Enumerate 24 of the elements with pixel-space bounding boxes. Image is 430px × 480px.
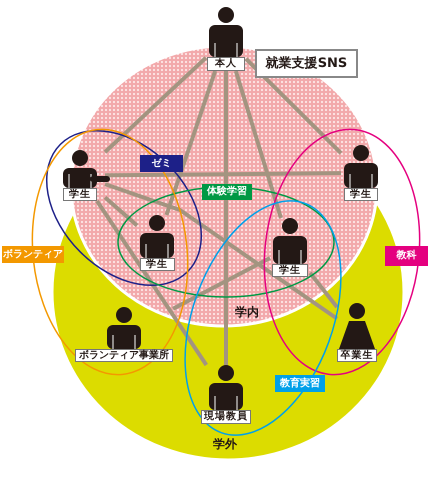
name-label: 卒業生 [337, 349, 377, 362]
name-label: ボランティア事業所 [75, 349, 173, 362]
name-label: 学生 [140, 258, 174, 271]
group-tag: 体験学習 [202, 184, 252, 200]
area-label: 学内 [235, 304, 259, 321]
group-tag: 教科 [385, 246, 428, 266]
name-label: 本人 [207, 57, 245, 71]
name-label: 学生 [344, 188, 378, 201]
connector-line [104, 171, 342, 178]
connector-line [104, 182, 338, 320]
name-label: 現場教員 [201, 410, 251, 424]
connector-line [95, 200, 208, 366]
connector-line [164, 70, 218, 216]
connector-line [224, 71, 228, 365]
connector-line [244, 57, 342, 155]
name-label: 学生 [63, 188, 97, 201]
group-tag: ボランティア [2, 246, 64, 263]
area-label: 学外 [213, 436, 237, 453]
name-label: 学生 [272, 264, 308, 277]
group-tag: 教育実習 [275, 375, 325, 392]
connector-line [104, 196, 138, 227]
connector-line [172, 256, 271, 311]
group-tag: ゼミ [140, 155, 183, 172]
title-box: 就業支援SNS [255, 49, 358, 78]
